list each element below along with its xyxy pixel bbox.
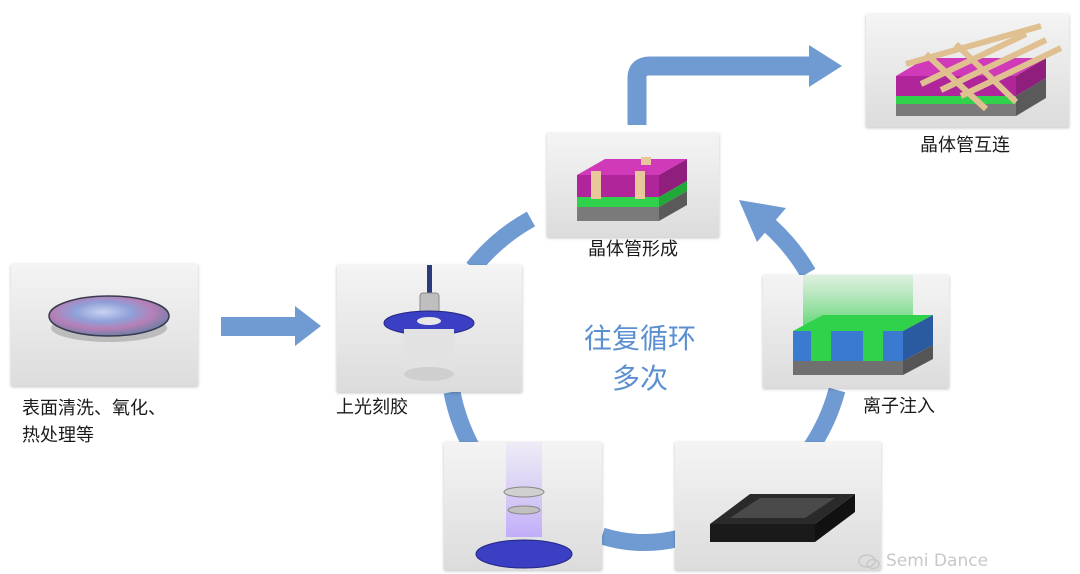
interconnect-icon — [896, 23, 1063, 116]
watermark-text: Semi Dance — [886, 551, 989, 571]
wafer-icon — [48, 295, 170, 342]
cycle-arc-left-top — [466, 211, 536, 274]
arrow-clean-to-photoresist-head — [295, 306, 321, 346]
label-photoresist: 上光刻胶 — [336, 397, 408, 418]
image-transistor-formation — [547, 133, 719, 237]
label-clean-line1: 表面清洗、氧化、 — [22, 398, 166, 419]
image-wafer-cleaning — [11, 264, 198, 386]
image-etching — [675, 442, 881, 570]
image-ion-implantation — [763, 275, 949, 388]
wechat-icon — [858, 553, 880, 570]
cycle-text-line1: 往复循环 — [583, 322, 696, 355]
cycle-arc-left-bottom — [443, 390, 480, 453]
image-lithography-exposure — [444, 442, 602, 570]
image-interconnect — [866, 14, 1069, 127]
spin-coater-icon — [383, 265, 475, 381]
label-clean-line2: 热处理等 — [22, 425, 94, 446]
cycle-arc-upper-right — [764, 219, 816, 278]
ion-implant-icon — [793, 275, 933, 375]
arrow-form-to-interconnect-head — [809, 45, 842, 87]
chip-icon — [710, 494, 855, 542]
cycle-text-line2: 多次 — [611, 362, 668, 395]
transistor-icon — [577, 157, 687, 221]
label-transistor-form: 晶体管形成 — [588, 239, 678, 260]
label-ion-implant: 离子注入 — [863, 396, 935, 417]
exposure-icon — [475, 442, 573, 569]
image-photoresist-coating — [337, 265, 522, 392]
arrow-form-to-interconnect — [627, 56, 812, 125]
cycle-arc-bottom — [599, 527, 683, 552]
label-interconnect: 晶体管互连 — [920, 135, 1010, 156]
cycle-arrowhead — [739, 200, 786, 242]
arrow-clean-to-photoresist-shaft — [221, 317, 297, 336]
